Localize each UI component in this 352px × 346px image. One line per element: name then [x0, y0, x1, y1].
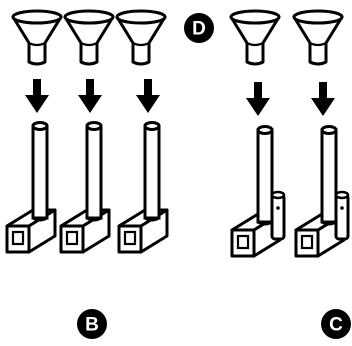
arrow-down-icon — [25, 79, 49, 113]
arrow-down-icon — [78, 79, 102, 113]
funnel-icon — [292, 9, 344, 66]
arrow-down-icon — [246, 82, 270, 116]
tube-assembly-icon — [117, 121, 169, 254]
label-badge-c: C — [321, 309, 351, 339]
label-b: B — [85, 315, 99, 336]
tube-with-clip-icon — [232, 127, 284, 257]
tube-assembly-icon — [5, 121, 57, 254]
funnel-icon — [63, 9, 115, 66]
tube-assembly-icon — [59, 121, 111, 254]
arrow-down-icon — [136, 79, 160, 113]
label-c: C — [329, 315, 343, 336]
funnel-icon — [11, 9, 63, 66]
tube-with-clip-icon — [296, 127, 348, 257]
label-badge-b: B — [77, 309, 107, 339]
funnel-icon — [115, 9, 167, 66]
label-badge-d: D — [184, 13, 214, 43]
funnel-icon — [229, 9, 281, 66]
arrow-down-icon — [311, 82, 335, 116]
label-d: D — [192, 19, 206, 40]
